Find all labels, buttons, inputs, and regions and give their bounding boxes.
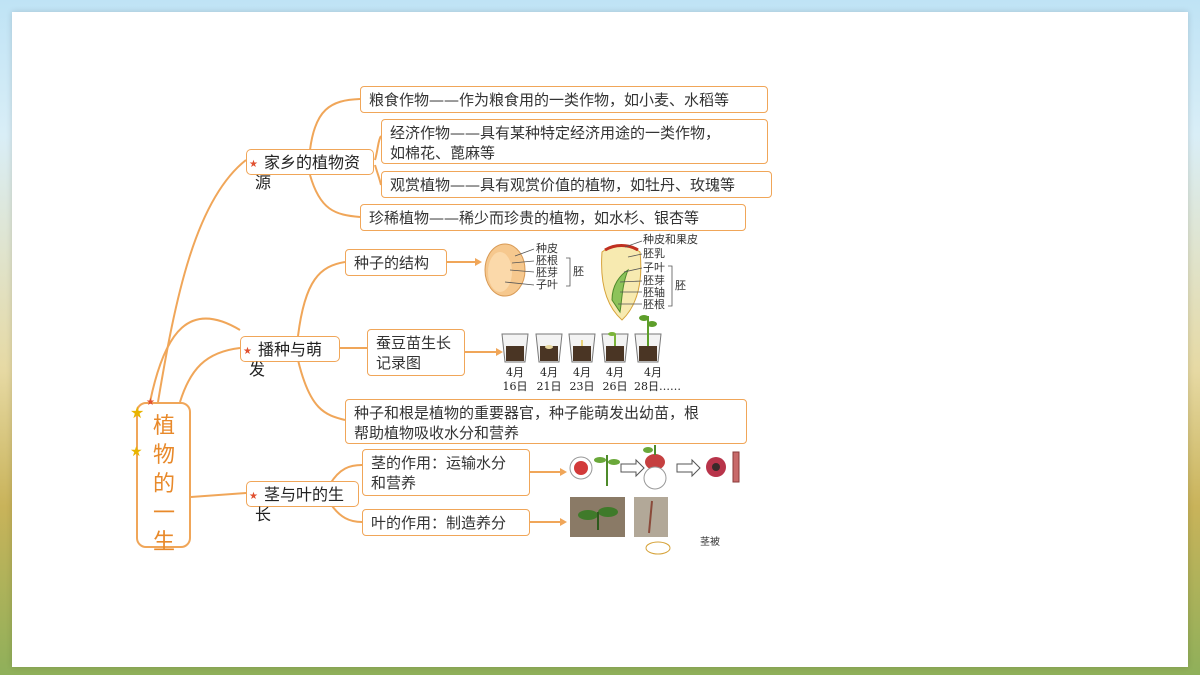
growth-record-cups (501, 315, 662, 363)
stem-line2: 和营养 (371, 474, 417, 492)
item-economic-line2: 如棉花、蓖麻等 (390, 144, 496, 162)
corn-embryo-label: 胚 (675, 279, 686, 292)
corn-label: 种皮和果皮 (643, 233, 698, 246)
stem-experiment-images (569, 445, 740, 490)
item-grain-crops: 粮食作物——作为粮食用的一类作物，如小麦、水稻等 (360, 86, 768, 113)
branch-hometown-plants: ★家乡的植物资源 (246, 149, 374, 192)
item-rare-plants: 珍稀植物——稀少而珍贵的植物，如水杉、银杏等 (360, 204, 746, 231)
star-icon: ★ (249, 491, 258, 502)
growth-record-box: 蚕豆苗生长 记录图 (367, 329, 465, 376)
branch-label: 家乡的植物资源 (255, 153, 360, 192)
star-icon: ★ (249, 159, 258, 170)
item-ornamental-plants: 观赏植物——具有观赏价值的植物，如牡丹、玫瑰等 (381, 171, 772, 198)
stem-line1: 茎的作用：运输水分 (371, 454, 507, 472)
root-title: 植物的一生 (152, 414, 175, 555)
summary-line1: 种子和根是植物的重要器官，种子能萌发出幼苗，根 (354, 404, 700, 422)
branch-label: 播种与萌发 (249, 340, 322, 379)
star-icon: ★ (130, 403, 145, 422)
stem-function-box: 茎的作用：运输水分 和营养 (362, 449, 530, 496)
star-icon: ★ (146, 397, 155, 408)
bean-label: 种皮 (536, 242, 558, 255)
corn-label: 胚根 (643, 298, 665, 311)
growth-record-title-line1: 蚕豆苗生长 (376, 334, 452, 352)
leaf-experiment-photos (570, 497, 671, 555)
branch-stem-leaf-growth: ★茎与叶的生长 (246, 481, 359, 524)
corn-label: 胚芽 (643, 274, 665, 287)
bean-embryo-label: 胚 (573, 265, 584, 278)
bean-label: 胚根 (536, 254, 558, 267)
corn-label: 子叶 (643, 261, 665, 274)
branch-label: 茎与叶的生长 (255, 485, 344, 524)
root-node (136, 402, 191, 548)
corn-label: 胚轴 (643, 286, 665, 299)
bean-seed-illustration (484, 243, 571, 297)
partial-label: 茎被 (700, 537, 720, 548)
branch-sowing-germination: ★播种与萌发 (240, 336, 340, 379)
corn-label: 胚乳 (643, 247, 665, 260)
germination-summary-box: 种子和根是植物的重要器官，种子能萌发出幼苗，根 帮助植物吸收水分和营养 (345, 399, 747, 444)
corn-seed-illustration (601, 240, 673, 321)
bean-label: 子叶 (536, 278, 558, 291)
growth-record-title-line2: 记录图 (376, 354, 422, 372)
item-economic-line1: 经济作物——具有某种特定经济用途的一类作物， (390, 124, 721, 142)
seed-structure-box: 种子的结构 (345, 249, 447, 276)
leaf-function-box: 叶的作用：制造养分 (362, 509, 530, 536)
summary-line2: 帮助植物吸收水分和营养 (354, 424, 520, 442)
item-economic-crops: 经济作物——具有某种特定经济用途的一类作物， 如棉花、蓖麻等 (381, 119, 768, 164)
star-icon: ★ (243, 346, 252, 357)
bean-label: 胚芽 (536, 266, 558, 279)
star-icon: ★ (130, 444, 143, 460)
